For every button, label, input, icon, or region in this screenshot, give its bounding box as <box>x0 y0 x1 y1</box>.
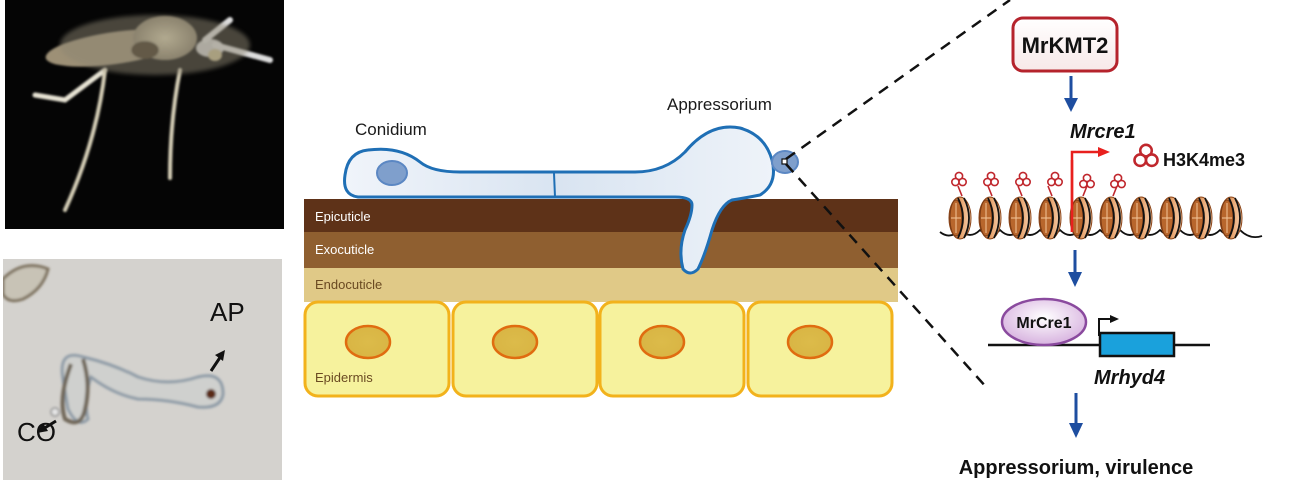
endocuticle-label: Endocuticle <box>315 277 382 292</box>
mrhyd4-label: Mrhyd4 <box>1094 367 1165 389</box>
epidermis-nucleus <box>491 324 539 360</box>
epidermis-cells <box>303 300 894 398</box>
fungal-germling <box>343 125 775 275</box>
co-label: CO <box>17 417 56 447</box>
nucleosome <box>1219 196 1243 240</box>
mosquito-photo-panel <box>5 0 284 229</box>
conidium-nucleus <box>376 160 408 186</box>
septum <box>553 172 556 198</box>
arrow-down-icon <box>1068 250 1082 287</box>
nucleosome <box>1189 196 1213 240</box>
mrhyd4-gene-box <box>1098 331 1176 358</box>
histone-mark-icon <box>982 171 1000 197</box>
nucleosome <box>1099 196 1123 240</box>
mrkmt2-label: MrKMT2 <box>1022 33 1109 58</box>
epicuticle-layer <box>304 199 898 232</box>
infection-diagram: Conidium Appressorium Epicuticle Exocuti… <box>300 80 900 480</box>
co-arrow-icon <box>37 419 57 433</box>
epidermis-nucleus <box>786 324 834 360</box>
histone-marks <box>950 171 1126 197</box>
mrkmt2-box: MrKMT2 <box>1011 16 1119 73</box>
h3k4me3-legend: H3K4me3 <box>1133 143 1245 170</box>
outcome-label: Appressorium, virulence <box>959 457 1194 479</box>
epidermis-nucleus <box>344 324 392 360</box>
epicuticle-label: Epicuticle <box>315 209 371 224</box>
callout-line-upper <box>785 0 1011 161</box>
nucleosome <box>1069 196 1093 240</box>
arrow-down-icon <box>1064 76 1078 112</box>
nucleosome <box>1008 196 1032 240</box>
promoter-arrow-icon <box>1098 315 1119 336</box>
nucleosome <box>948 196 972 240</box>
pathway-diagram: MrKMT2 Mrcre1 H3K4me3 <box>900 0 1290 486</box>
mrcre1-protein-label: MrCre1 <box>1016 315 1071 332</box>
nucleosome <box>1129 196 1153 240</box>
appressorium-label: Appressorium <box>667 95 772 114</box>
arrow-down-icon <box>1069 393 1083 438</box>
epidermis-label: Epidermis <box>315 370 373 385</box>
nucleosome <box>1038 196 1062 240</box>
endocuticle-layer <box>304 268 898 302</box>
conidium-label: Conidium <box>355 120 427 139</box>
histone-mark-icon <box>950 171 968 197</box>
h3k4me3-label: H3K4me3 <box>1163 150 1245 170</box>
callout-line-lower <box>785 163 988 389</box>
mrcre1-label: Mrcre1 <box>1070 121 1136 143</box>
mrcre1-protein: MrCre1 <box>1000 297 1088 347</box>
histone-mark-icon <box>1110 173 1126 197</box>
exocuticle-label: Exocuticle <box>315 242 374 257</box>
ap-arrow-icon <box>209 350 225 372</box>
histone-mark-icon <box>1133 143 1159 168</box>
zoom-region-marker <box>781 158 788 165</box>
histone-mark-icon <box>1047 171 1063 197</box>
nucleosome <box>978 196 1002 240</box>
exocuticle-layer <box>304 232 898 268</box>
nucleosome <box>1159 196 1183 240</box>
micrograph-photo-icon <box>1 264 225 433</box>
histone-mark-icon <box>1014 171 1031 197</box>
ap-label: AP <box>210 297 245 327</box>
histone-mark-icon <box>1079 173 1095 197</box>
micrograph-photo-panel: AP CO <box>1 259 282 480</box>
mosquito-photo-icon <box>32 15 273 212</box>
epidermis-nucleus <box>638 324 686 360</box>
